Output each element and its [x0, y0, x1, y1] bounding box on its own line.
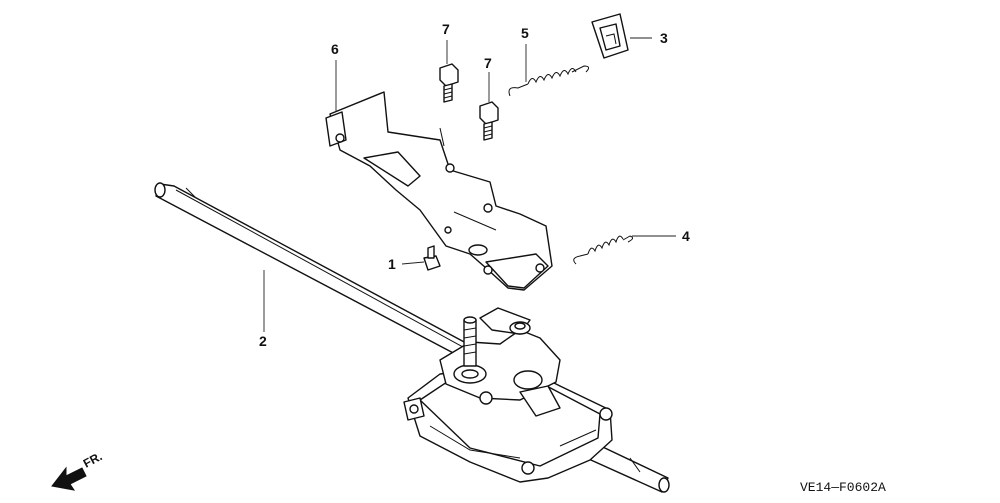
callout-7-right: 7: [484, 55, 492, 71]
bolt-right: [479, 101, 499, 141]
front-label: FR.: [81, 449, 105, 470]
callout-3: 3: [660, 30, 668, 46]
control-bracket: [325, 91, 553, 291]
spring-lower: [573, 235, 634, 265]
transmission-housing: [403, 307, 613, 483]
push-nut: [423, 245, 441, 271]
callout-4: 4: [682, 228, 690, 244]
front-direction-arrow: FR.: [51, 449, 105, 491]
callout-2: 2: [259, 333, 267, 349]
callout-1: 1: [388, 256, 396, 272]
clip: [591, 13, 629, 59]
drive-shaft: [154, 182, 670, 493]
bolt-left: [439, 63, 459, 103]
callout-7-left: 7: [442, 21, 450, 37]
callout-6: 6: [331, 41, 339, 57]
diagram-code: VE14—F0602A: [800, 480, 886, 495]
callout-5: 5: [521, 25, 529, 41]
spring-upper: [508, 65, 590, 97]
leader-lines: [263, 37, 676, 332]
